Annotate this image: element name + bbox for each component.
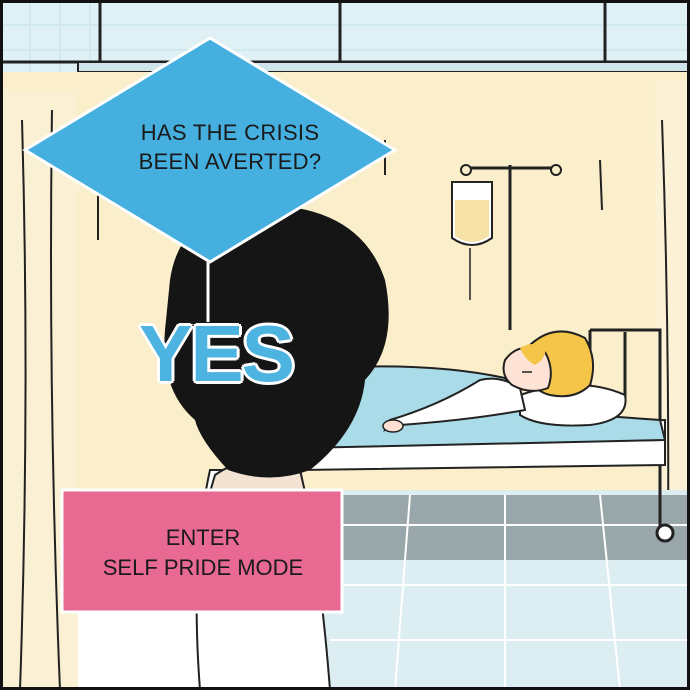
decision-text: HAS THE CRISIS BEEN AVERTED?	[80, 118, 380, 176]
left-curtain	[0, 90, 78, 690]
question-line-1: HAS THE CRISIS	[140, 120, 320, 145]
decision-diamond	[22, 36, 398, 264]
iv-stand	[451, 164, 562, 330]
doctor-hair	[164, 205, 389, 478]
question-line-2: BEEN AVERTED?	[138, 149, 322, 174]
action-line-1: ENTER	[165, 525, 241, 550]
action-text: ENTER SELF PRIDE MODE	[64, 523, 342, 583]
answer-yes: YES	[138, 309, 295, 398]
action-line-2: SELF PRIDE MODE	[102, 555, 304, 580]
patient	[382, 330, 595, 433]
action-box	[60, 488, 344, 614]
